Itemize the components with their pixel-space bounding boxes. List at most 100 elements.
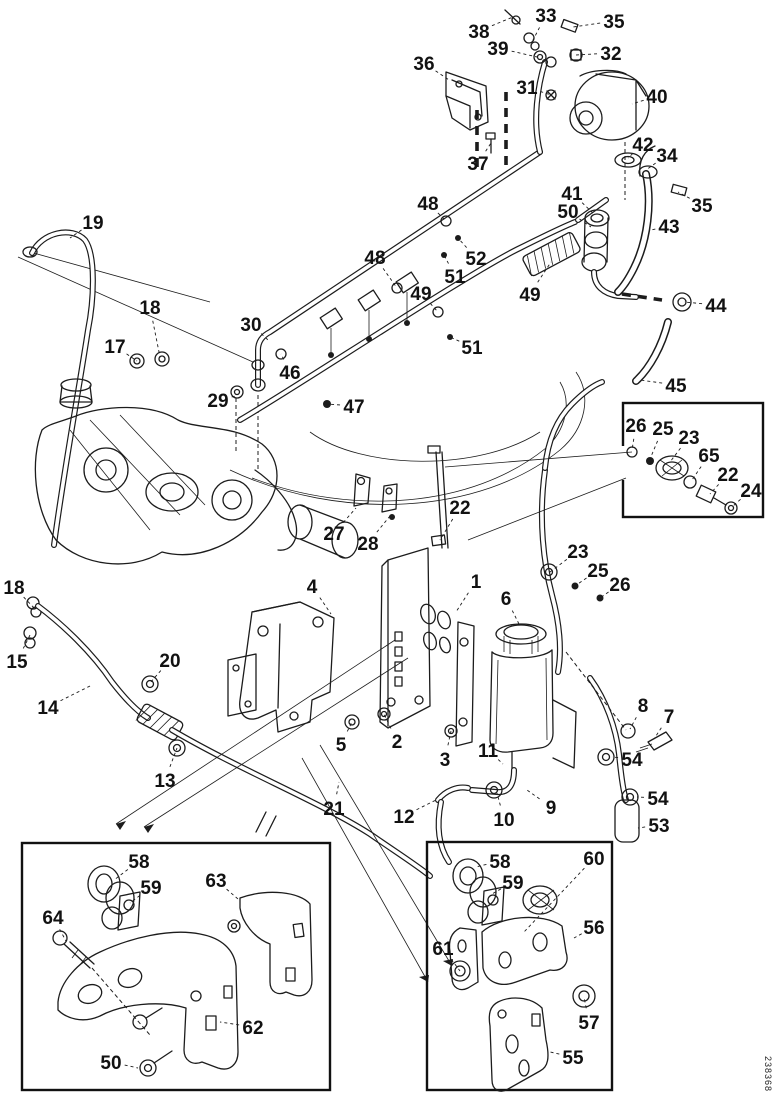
leader-line-48 xyxy=(382,268,398,289)
callout-54: 54 xyxy=(621,750,643,771)
callout-64: 64 xyxy=(42,908,64,929)
callout-23: 23 xyxy=(678,428,699,449)
callout-34: 34 xyxy=(656,146,678,167)
leader-line-56 xyxy=(573,933,582,939)
leader-line-14 xyxy=(60,684,93,702)
leader-line-26 xyxy=(599,591,609,599)
leader-line-41 xyxy=(581,202,596,216)
callout-35: 35 xyxy=(691,196,713,217)
leader-line-19 xyxy=(69,229,82,239)
leader-line-51 xyxy=(449,336,460,342)
callout-26: 26 xyxy=(609,575,630,596)
leader-line-2 xyxy=(383,713,392,729)
leader-line-45 xyxy=(639,379,663,384)
leader-line-28 xyxy=(376,515,391,533)
callout-43: 43 xyxy=(658,217,679,238)
hose-end-fitting xyxy=(22,246,38,258)
leader-line-27 xyxy=(342,507,357,523)
leader-line-54 xyxy=(611,756,619,759)
leader-line-18 xyxy=(152,320,161,358)
leader-line-26 xyxy=(631,438,635,451)
leader-line-34 xyxy=(645,162,656,171)
mounting-bracket xyxy=(239,601,335,733)
callout-2: 2 xyxy=(392,732,403,753)
leader-line-38 xyxy=(491,16,514,27)
leader-line-7 xyxy=(653,727,662,740)
callout-32: 32 xyxy=(600,44,621,65)
clamp-screw xyxy=(440,215,452,227)
callout-33: 33 xyxy=(535,6,556,27)
callout-59: 59 xyxy=(502,873,523,894)
callout-49: 49 xyxy=(410,284,431,305)
leader-line-59 xyxy=(129,895,141,904)
leader-line-11 xyxy=(497,759,504,765)
leader-line-59 xyxy=(491,888,502,895)
leader-line-8 xyxy=(629,717,637,730)
callout-48: 48 xyxy=(417,194,438,215)
callout-58: 58 xyxy=(128,852,149,873)
callout-22: 22 xyxy=(449,498,470,519)
callout-42: 42 xyxy=(632,135,653,156)
leader-line-39 xyxy=(511,50,538,58)
callout-3: 3 xyxy=(440,750,451,771)
callout-51: 51 xyxy=(461,338,483,359)
inset-box-bracket-right xyxy=(425,840,614,1092)
callout-37: 37 xyxy=(467,154,488,175)
leader-line-25 xyxy=(574,577,587,587)
leader-line-40 xyxy=(631,99,644,105)
callout-44: 44 xyxy=(705,296,727,317)
leader-line-49 xyxy=(537,261,552,283)
leader-line-65 xyxy=(691,466,702,481)
leader-line-36 xyxy=(435,70,450,81)
callout-20: 20 xyxy=(159,651,180,672)
construction-line xyxy=(17,256,254,363)
leader-line-52 xyxy=(457,237,467,248)
leader-line-35 xyxy=(572,22,601,28)
leader-line-32 xyxy=(575,53,598,56)
leader-line-17 xyxy=(126,353,138,362)
callout-65: 65 xyxy=(698,446,720,467)
leader-line-22 xyxy=(439,518,454,541)
leader-line-3 xyxy=(447,730,452,746)
callout-54: 54 xyxy=(647,789,669,810)
callout-52: 52 xyxy=(465,249,486,270)
callout-30: 30 xyxy=(240,315,261,336)
leader-line-31 xyxy=(540,91,552,96)
reservoir xyxy=(455,621,577,771)
callout-46: 46 xyxy=(279,363,300,384)
callout-6: 6 xyxy=(501,589,512,610)
callout-47: 47 xyxy=(343,397,364,418)
leader-line-51 xyxy=(443,254,449,264)
callout-39: 39 xyxy=(487,39,508,60)
tube-clips xyxy=(319,271,420,358)
callout-10: 10 xyxy=(493,810,514,831)
leader-line-49 xyxy=(429,303,439,313)
leader-line-5 xyxy=(346,721,353,732)
leader-line-24 xyxy=(732,498,741,507)
leader-line-29 xyxy=(231,395,237,398)
leader-line-50 xyxy=(124,1064,139,1069)
top-fasteners xyxy=(445,9,583,172)
callout-21: 21 xyxy=(323,799,345,820)
drawing-number: 238368 xyxy=(763,1055,773,1092)
leader-line-63 xyxy=(226,888,239,900)
leader-line-58 xyxy=(475,863,487,868)
callout-57: 57 xyxy=(578,1013,599,1034)
leader-line-6 xyxy=(511,610,521,627)
callout-25: 25 xyxy=(652,419,674,440)
callout-63: 63 xyxy=(205,871,226,892)
pump-assembly xyxy=(569,69,692,385)
leader-line-18 xyxy=(23,596,37,611)
leader-line-50 xyxy=(579,218,592,228)
leader-line-23 xyxy=(669,447,681,463)
leader-line-25 xyxy=(649,440,659,460)
clamp xyxy=(129,353,145,369)
fitting xyxy=(250,378,266,392)
hose-end xyxy=(614,799,640,843)
leader-line-37 xyxy=(485,142,492,152)
callout-28: 28 xyxy=(357,534,378,555)
callout-45: 45 xyxy=(665,376,687,397)
callout-26: 26 xyxy=(625,416,646,437)
leader-line-9 xyxy=(526,789,540,800)
callout-60: 60 xyxy=(583,849,604,870)
